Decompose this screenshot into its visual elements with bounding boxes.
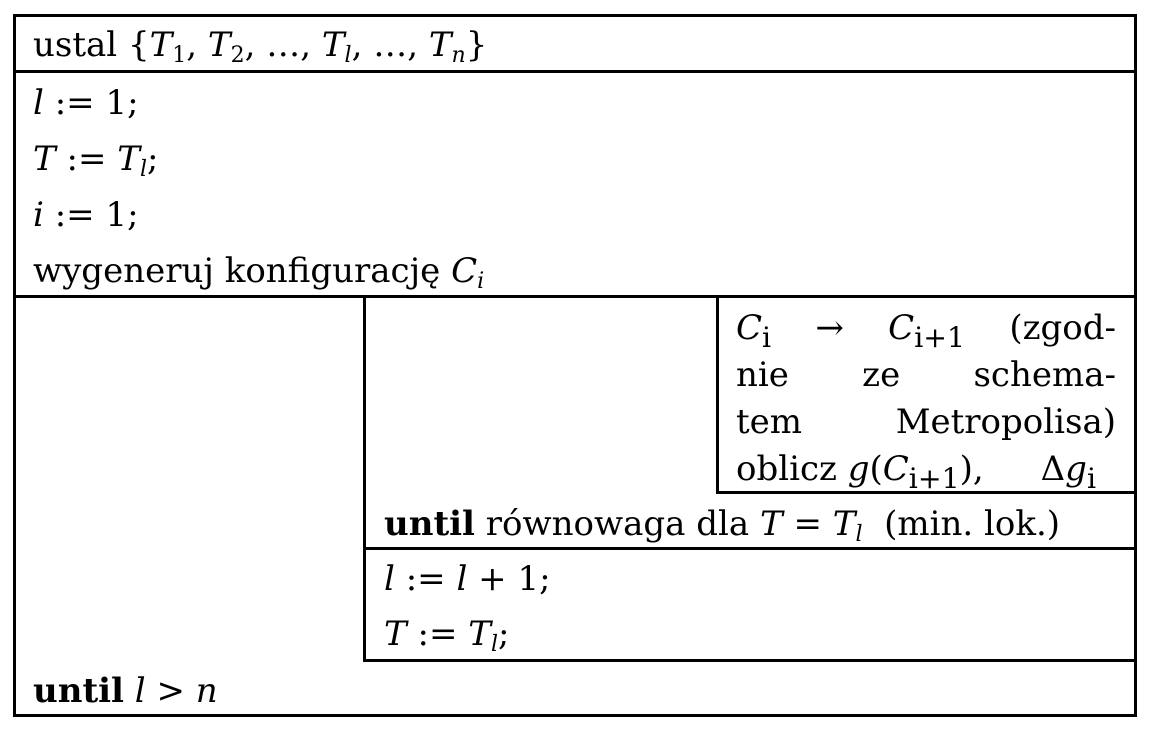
outer-until-line: until l > n	[33, 671, 218, 711]
init-line-T: T := Tl;	[33, 139, 159, 182]
separator-inner-until	[363, 547, 1137, 550]
update-line-l: l := l + 1;	[384, 559, 551, 599]
init-line-l: l := 1;	[33, 83, 139, 123]
frame-top	[13, 14, 1137, 17]
frame-bottom	[13, 714, 1137, 717]
header-line: ustal {T1, T2, …, Tl, …, Tn}	[33, 25, 488, 68]
separator-header	[13, 70, 1137, 73]
separator-update	[363, 659, 1137, 662]
inner-loop-body-edge	[716, 295, 719, 494]
inner-block-row-4: oblicz g(Ci+1), Δgi	[736, 449, 1096, 495]
frame-left	[13, 14, 16, 717]
inner-block-row-3: tem Metropolisa)	[736, 402, 1116, 442]
init-line-i: i := 1;	[33, 195, 139, 235]
separator-init	[13, 295, 1137, 298]
init-line-generate: wygeneruj konfigurację Ci	[33, 251, 485, 294]
frame-right	[1134, 14, 1137, 717]
inner-until-line: until równowaga dla T = Tl (min. lok.)	[384, 504, 1061, 547]
inner-block-row-1: Ci → Ci+1 (zgod-	[736, 308, 1116, 354]
inner-block-row-2: nie ze schema-	[736, 355, 1116, 395]
update-line-T: T := Tl;	[384, 614, 510, 657]
outer-loop-body-edge	[363, 295, 366, 662]
separator-inner-block	[716, 491, 1137, 494]
